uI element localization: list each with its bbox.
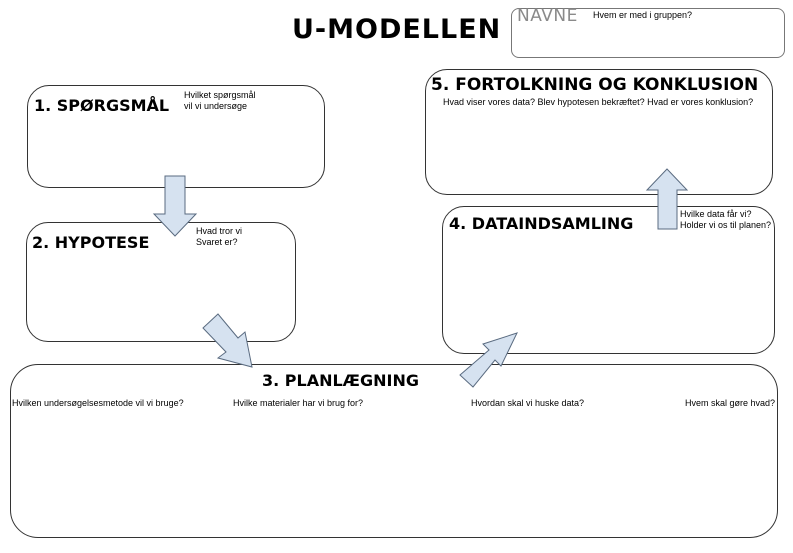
step-3-box[interactable] [10, 364, 778, 538]
step-2-question-line-2: Svaret er? [196, 237, 238, 247]
step-1-question-line-2: vil vi undersøge [184, 101, 248, 111]
step-4-question-line-1: Hvilke data får vi? [680, 209, 752, 219]
step-2-heading: 2. HYPOTESE [32, 233, 150, 252]
arrow-4-to-5 [645, 168, 689, 230]
arrow-2-to-3 [202, 313, 253, 368]
step-2-question-line-1: Hvad tror vi [196, 226, 243, 236]
step-3-question-method: Hvilken undersøgelsesmetode vil vi bruge… [12, 398, 184, 408]
names-label: NAVNE [517, 6, 578, 26]
step-4-question-line-2: Holder vi os til planen? [680, 220, 772, 230]
step-5-heading: 5. FORTOLKNING OG KONKLUSION [431, 75, 759, 95]
names-question: Hvem er med i gruppen? [593, 10, 693, 20]
step-1-heading: 1. SPØRGSMÅL [34, 96, 170, 115]
arrow-1-to-2 [152, 175, 198, 237]
names-field[interactable] [511, 8, 785, 58]
step-3-question-data: Hvordan skal vi huske data? [471, 398, 585, 408]
page-title: U-MODELLEN [292, 14, 502, 45]
step-5-question: Hvad viser vores data? Blev hypotesen be… [443, 97, 754, 107]
step-3-heading: 3. PLANLÆGNING [262, 371, 420, 390]
step-4-box[interactable] [442, 206, 775, 354]
arrow-3-to-4 [459, 332, 518, 388]
step-3-question-roles: Hvem skal gøre hvad? [685, 398, 776, 408]
step-5-box[interactable] [425, 69, 773, 195]
step-1-box[interactable] [27, 85, 325, 188]
step-1-question-line-1: Hvilket spørgsmål [184, 90, 256, 100]
step-4-heading: 4. DATAINDSAMLING [449, 214, 634, 233]
step-2-box[interactable] [26, 222, 296, 342]
step-3-question-materials: Hvilke materialer har vi brug for? [233, 398, 364, 408]
